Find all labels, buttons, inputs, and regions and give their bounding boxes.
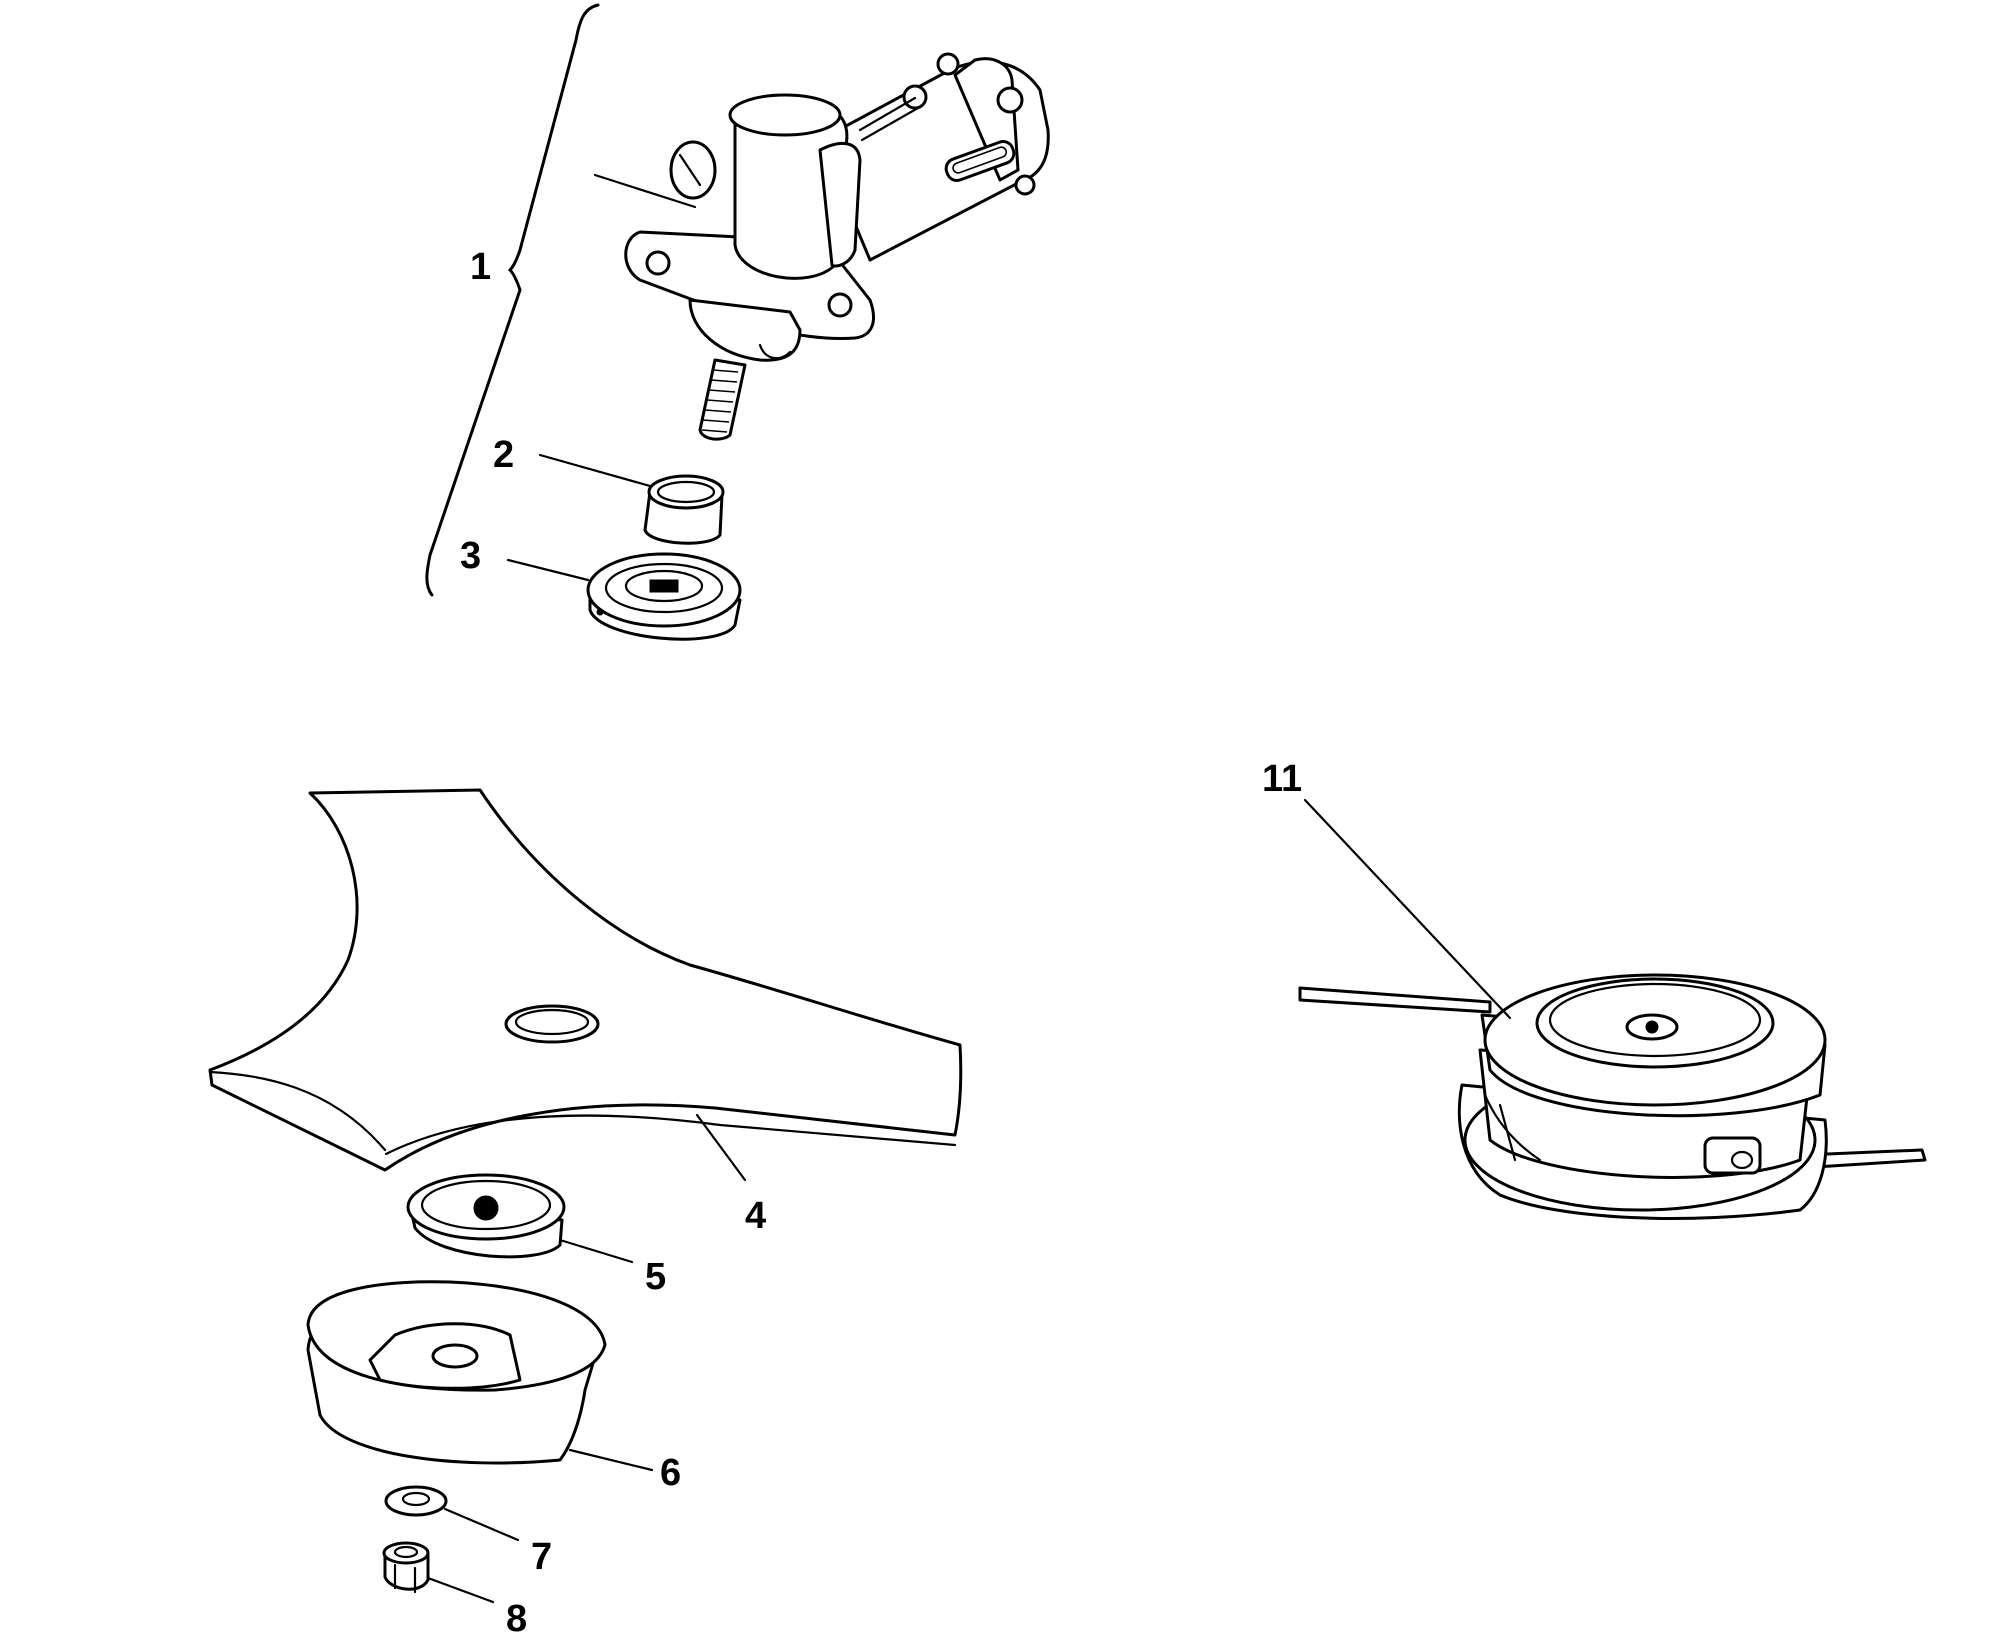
- trimmer-head-part: [1298, 798, 1927, 1220]
- callout-2: 2: [493, 434, 515, 476]
- callout-7: 7: [531, 1536, 553, 1578]
- callout-8: 8: [506, 1598, 528, 1640]
- callout-3: 3: [460, 535, 482, 577]
- three-tooth-blade-part: [208, 788, 963, 1182]
- spacer-sleeve-part: [538, 453, 725, 545]
- callout-4: 4: [745, 1195, 767, 1237]
- protective-dish-part: [306, 1280, 654, 1472]
- washer-part: [384, 1485, 520, 1542]
- callout-1: 1: [470, 246, 492, 288]
- assembly-bracket: [425, 3, 600, 597]
- gearbox-head-part: [593, 52, 1050, 441]
- nut-part: [382, 1541, 495, 1604]
- callout-6: 6: [660, 1452, 682, 1494]
- callout-5: 5: [645, 1256, 667, 1298]
- callout-11: 11: [1262, 758, 1303, 800]
- blade-washer-part: [406, 1173, 634, 1264]
- bearing-flange-part: [506, 552, 742, 641]
